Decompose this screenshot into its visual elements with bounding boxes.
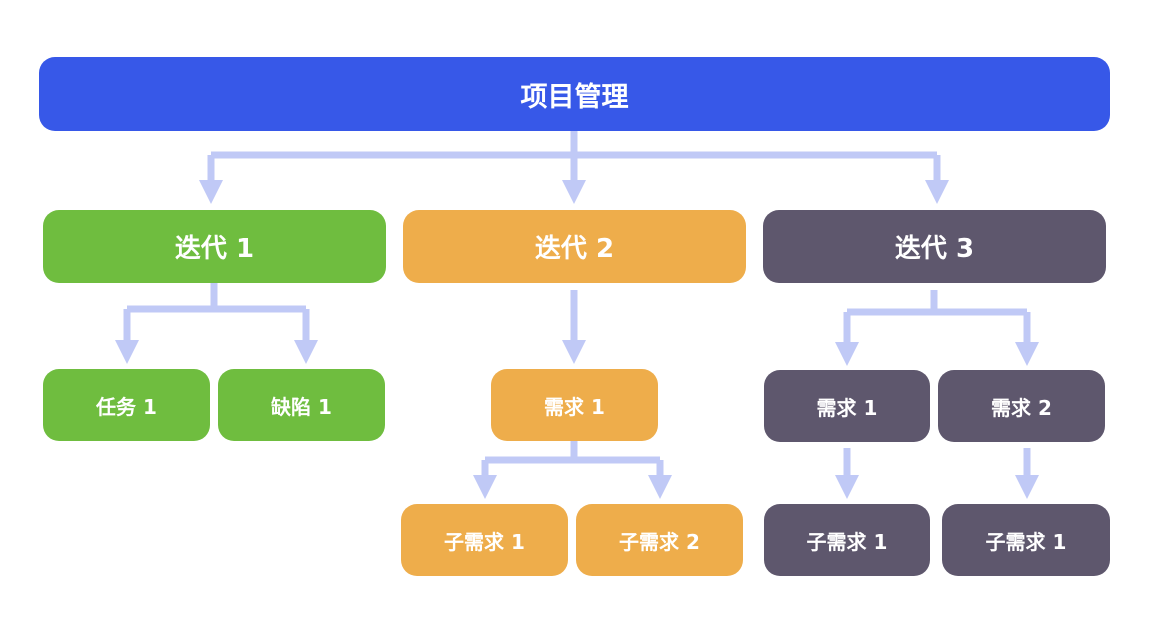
arrow-to-requirement-1-iteration-2-arrowhead: [562, 340, 586, 364]
arrow-to-iteration-3-arrowhead: [925, 180, 949, 204]
arrow-to-requirement-2-iteration-3-arrowhead: [1015, 342, 1039, 366]
arrow-to-sub-requirement-2-arrowhead: [648, 475, 672, 499]
sub-requirement-1-node-iteration-2[interactable]: 子需求 1: [401, 504, 568, 576]
sub-requirement-1-node-under-req-2[interactable]: 子需求 1: [942, 504, 1110, 576]
iteration-2-node[interactable]: 迭代 2: [403, 210, 746, 283]
arrow-to-requirement-1-iteration-3-arrowhead: [835, 342, 859, 366]
sub-requirement-1-node-under-req-1[interactable]: 子需求 1: [764, 504, 930, 576]
iteration-1-node[interactable]: 迭代 1: [43, 210, 386, 283]
iteration-3-node[interactable]: 迭代 3: [763, 210, 1106, 283]
requirement-1-node-iteration-2[interactable]: 需求 1: [491, 369, 658, 441]
arrow-to-sub-requirement-1-arrowhead: [473, 475, 497, 499]
arrow-to-sub-requirement-under-req-2-arrowhead: [1015, 475, 1039, 499]
requirement-1-node-iteration-3[interactable]: 需求 1: [764, 370, 930, 442]
sub-requirement-2-node-iteration-2[interactable]: 子需求 2: [576, 504, 743, 576]
arrow-to-iteration-1-arrowhead: [199, 180, 223, 204]
arrow-to-iteration-2-arrowhead: [562, 180, 586, 204]
arrow-to-defect-1-arrowhead: [294, 340, 318, 364]
task-1-node[interactable]: 任务 1: [43, 369, 210, 441]
requirement-2-node-iteration-3[interactable]: 需求 2: [938, 370, 1105, 442]
defect-1-node[interactable]: 缺陷 1: [218, 369, 385, 441]
connectors: [115, 131, 1039, 499]
arrow-to-task-1-arrowhead: [115, 340, 139, 364]
root-node-project-management[interactable]: 项目管理: [39, 57, 1110, 131]
arrow-to-sub-requirement-under-req-1-arrowhead: [835, 475, 859, 499]
